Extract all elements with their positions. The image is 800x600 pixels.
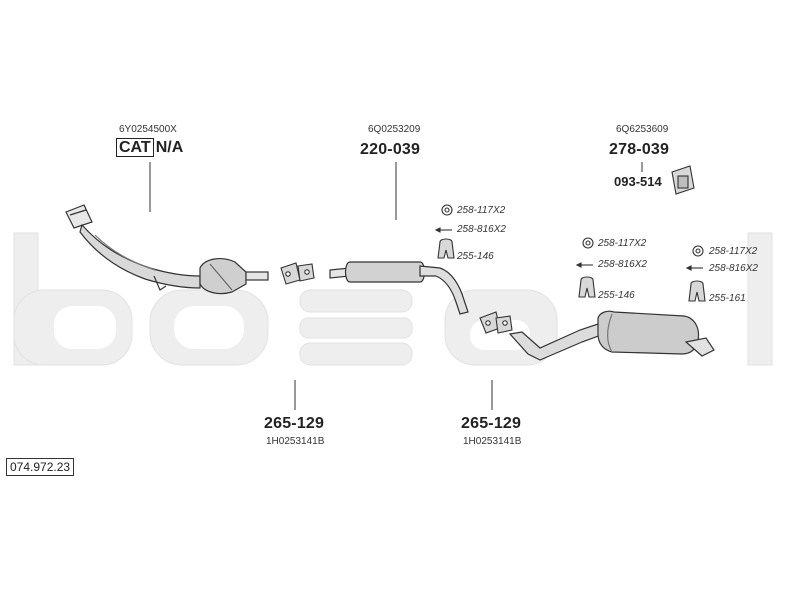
group-3-bolt-label: 258-816X2 (709, 263, 758, 274)
rear-clamp-part-number: 265-129 (461, 415, 522, 432)
bracket-icon (671, 165, 695, 195)
group-2-hanger-label: 255-146 (598, 290, 635, 301)
ring-inner-icon (444, 207, 450, 213)
front-clamp-drawing (280, 262, 315, 285)
cat-value: N/A (155, 139, 184, 156)
hanger-icon (688, 280, 706, 302)
group-1-bolt-label: 258-816X2 (457, 224, 506, 235)
ring-icon (692, 245, 704, 257)
bracket-sub-part-number: 093-514 (614, 174, 662, 189)
cat-box: CAT (116, 138, 154, 157)
group-3-ring-label: 258-117X2 (709, 246, 758, 257)
middle-silencer-oem-number: 6Q0253209 (368, 124, 421, 135)
middle-silencer-part-number: 220-039 (360, 141, 421, 158)
hanger-icon (437, 238, 455, 259)
middle-silencer-drawing (329, 261, 469, 315)
rear-clamp-oem-number: 1H0253141B (463, 436, 522, 447)
ring-icon (441, 204, 453, 216)
catalyst-assembly (65, 204, 269, 295)
rear-clamp-drawing (479, 311, 513, 334)
hanger-icon (578, 276, 596, 298)
group-2-bolt-label: 258-816X2 (598, 259, 647, 270)
reference-code: 074.972.23 (6, 458, 75, 476)
bracket-oem-number: 6Q6253609 (616, 124, 669, 135)
group-3-hanger-label: 255-161 (709, 293, 746, 304)
ring-icon (582, 237, 594, 249)
rear-silencer-drawing (508, 310, 715, 361)
front-clamp-part-number: 265-129 (264, 415, 325, 432)
hardware-icons-group-3 (685, 245, 706, 302)
group-1-hanger-label: 255-146 (457, 251, 494, 262)
hardware-icons-group-2 (575, 237, 596, 298)
group-2-ring-label: 258-117X2 (598, 238, 647, 249)
front-clamp-oem-number: 1H0253141B (266, 436, 325, 447)
group-1-ring-label: 258-117X2 (457, 205, 506, 216)
bracket-part-number: 278-039 (609, 141, 670, 158)
ring-inner-icon (585, 240, 591, 246)
catalyst-oem-number: 6Y0254500X (119, 124, 177, 135)
ring-inner-icon (695, 248, 701, 254)
hardware-icons-group-1 (434, 204, 455, 259)
